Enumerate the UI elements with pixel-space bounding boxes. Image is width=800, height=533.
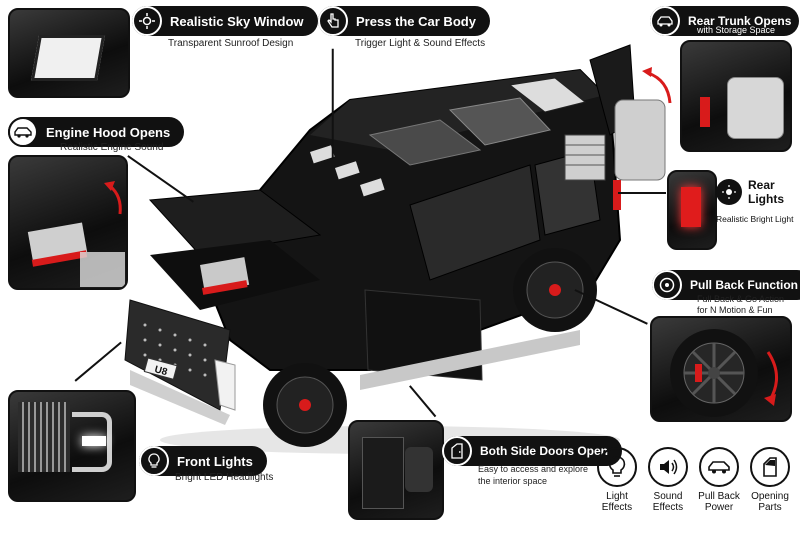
car-trunk-icon: [650, 6, 680, 36]
rear-wheel: [513, 248, 597, 332]
rear-trunk-title: Rear Trunk Opens: [688, 14, 792, 28]
open-door-detail: [362, 437, 404, 509]
car-icon: [8, 117, 38, 147]
front-wheel: [263, 363, 347, 447]
sky-window-title: Realistic Sky Window: [170, 13, 304, 29]
feature-opening-line2: Parts: [758, 502, 782, 513]
front-lights-title: Front Lights: [177, 453, 253, 469]
feature-light-line1: Light: [606, 491, 628, 502]
leader-line-rear-lights: [618, 192, 666, 194]
rear-lights-panel: Rear Lights Realistic Bright Light: [716, 178, 794, 224]
pull-back-subtitle-line1: Full Back & Go Action: [697, 294, 785, 304]
bulb-icon: [608, 456, 626, 477]
speaker-icon: [660, 459, 678, 475]
feature-pullback-line2: Power: [704, 502, 734, 513]
side-doors-title: Both Side Doors Open: [480, 444, 609, 458]
pull-back-title: Pull Back Function: [690, 278, 799, 292]
engine-grille: [80, 252, 125, 287]
car-body-title-pill: Press the Car Body: [318, 6, 490, 36]
feature-pullback-line1: Pull Back: [698, 491, 740, 502]
door-icon: [442, 436, 472, 466]
feature-light-line2: Effects: [601, 502, 633, 513]
engine-hood-title: Engine Hood Opens: [46, 124, 171, 140]
side-doors-subtitle-line2: the interior space: [478, 476, 548, 486]
leader-line-car-body: [332, 48, 334, 159]
front-lights-subtitle: Bright LED Headlights: [175, 472, 274, 483]
rear-lights-icon-circle: [716, 179, 742, 205]
side-doors-thumbnail: [348, 420, 444, 520]
wheel-icon: [652, 270, 682, 300]
rear-lights-subtitle: Realistic Bright Light: [716, 214, 794, 224]
trunk-open-arrow-icon: [642, 67, 672, 104]
pull-back-title-pill: Pull Back Function: [652, 270, 800, 300]
sun-icon: [132, 6, 162, 36]
engine-hood-thumbnail: [8, 155, 128, 290]
rear-lights-thumbnail: [667, 170, 717, 250]
front-lights-thumbnail: [8, 390, 136, 502]
rear-trunk-thumbnail: [680, 40, 792, 152]
sunroof-glass: [30, 35, 106, 81]
side-doors-title-pill: Both Side Doors Open: [442, 436, 623, 466]
car-body-title: Press the Car Body: [356, 13, 476, 29]
sky-window-title-pill: Realistic Sky Window: [132, 6, 318, 36]
front-lights-title-pill: Front Lights: [139, 446, 267, 476]
feature-sound-line1: Sound: [653, 491, 683, 502]
sky-window-subtitle: Transparent Sunroof Design: [168, 38, 294, 49]
engine-hood-subtitle: Realistic Engine Sound: [60, 142, 164, 153]
seat-detail: [405, 447, 433, 492]
door-icon: [763, 457, 777, 477]
hand-pointer-icon: [318, 6, 348, 36]
pull-back-thumbnail: [650, 316, 792, 422]
spare-tire-cover: [727, 77, 784, 139]
car-body-subtitle: Trigger Light & Sound Effects: [355, 38, 486, 49]
rear-lights-title: Rear Lights: [748, 178, 784, 206]
pull-back-subtitle-line2: for N Motion & Fun: [697, 305, 773, 315]
feature-opening-line1: Opening: [751, 491, 789, 502]
rear-light-glow: [681, 187, 701, 227]
wheel-rim-illustration: [670, 329, 758, 417]
side-doors-subtitle-line1: Easy to access and explore: [478, 464, 589, 474]
sky-window-thumbnail: [8, 8, 130, 98]
trunk-tail-light: [700, 97, 710, 127]
light-burst-icon: [722, 185, 736, 199]
rear-trunk-subtitle: with Storage Space: [697, 25, 776, 35]
plate-text: U8: [153, 364, 169, 378]
car-icon: [708, 461, 730, 474]
front-grille-detail: [18, 402, 70, 472]
rear-trunk-title-pill: Rear Trunk Opens: [650, 6, 800, 36]
feature-sound-line2: Effects: [652, 502, 684, 513]
car-illustration: U8: [124, 44, 666, 454]
headlight-bracket: [72, 412, 112, 472]
hood-open-arrow-icon: [104, 181, 122, 215]
pull-back-arrow-icon: [764, 351, 778, 406]
bulb-icon: [139, 446, 169, 476]
headlight-glow: [82, 436, 106, 446]
engine-hood-title-pill: Engine Hood Opens: [8, 117, 185, 147]
